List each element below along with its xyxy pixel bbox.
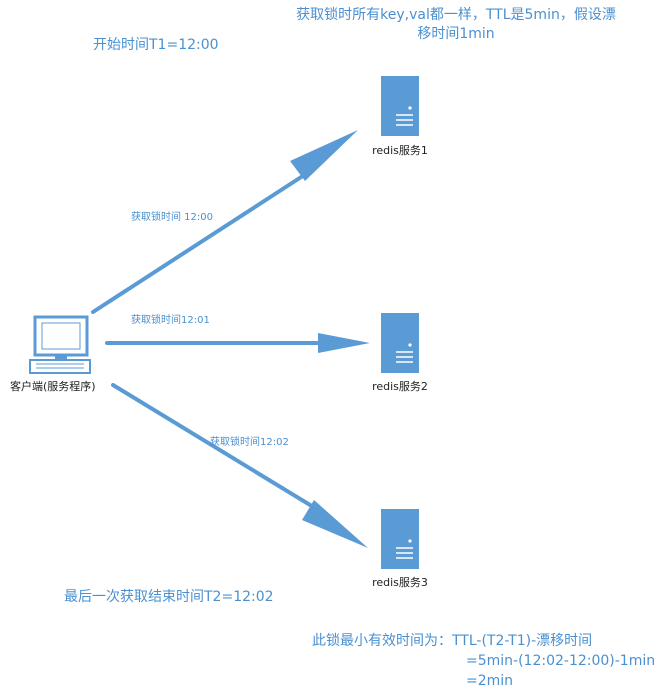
arrow-label-2: 获取锁时间12:01	[131, 315, 210, 326]
arrow-label-1: 获取锁时间 12:00	[131, 212, 213, 223]
formula-line1: 此锁最小有效时间为：TTL-(T2-T1)-漂移时间	[312, 633, 593, 649]
arrow-to-redis-2	[105, 333, 370, 353]
computer-monitor-icon	[29, 315, 91, 374]
server-label-1: redis服务1	[372, 144, 428, 157]
arrowhead-1	[290, 130, 358, 181]
arrow-to-redis-3	[111, 383, 368, 548]
server-tower-icon	[381, 76, 419, 136]
server-tower-icon	[381, 313, 419, 373]
server-label-3: redis服务3	[372, 576, 428, 589]
start-time-label: 开始时间T1=12:00	[93, 37, 219, 53]
formula-line2: =5min-(12:02-12:00)-1min	[466, 653, 655, 669]
end-time-label: 最后一次获取结束时间T2=12:02	[64, 589, 274, 605]
arrow-label-3: 获取锁时间12:02	[210, 437, 289, 448]
header-note-line2: 移时间1min	[417, 26, 495, 42]
header-note-line1: 获取锁时所有key,val都一样，TTL是5min，假设漂	[296, 7, 616, 23]
server-label-2: redis服务2	[372, 380, 428, 393]
server-tower-icon	[381, 509, 419, 569]
arrowhead-2	[318, 333, 370, 353]
arrow-to-redis-1	[91, 130, 358, 314]
client-label: 客户端(服务程序)	[10, 380, 96, 393]
formula-line3: =2min	[466, 673, 514, 689]
arrowhead-3	[302, 500, 368, 548]
